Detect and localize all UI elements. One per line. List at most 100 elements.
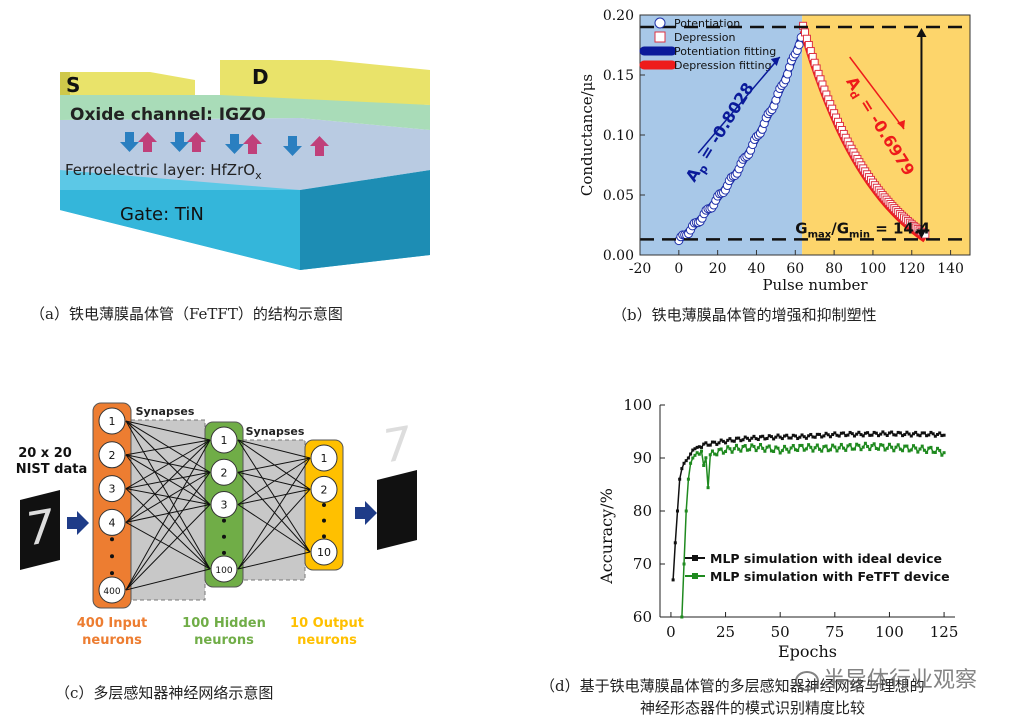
synapses-label-2: Synapses bbox=[246, 425, 305, 438]
data-point bbox=[811, 449, 815, 453]
data-point bbox=[691, 448, 695, 452]
data-point bbox=[922, 448, 926, 452]
y-tick-label: 0.05 bbox=[603, 188, 634, 204]
ellipsis-dot bbox=[322, 534, 326, 539]
data-point bbox=[737, 436, 741, 440]
output-digit-image: 7 bbox=[377, 415, 417, 550]
data-point bbox=[717, 448, 721, 452]
neuron-label: 100 bbox=[215, 566, 232, 576]
data-point bbox=[818, 447, 822, 451]
data-point bbox=[914, 430, 918, 434]
data-point bbox=[914, 446, 918, 450]
ferroelectric-label: Ferroelectric layer: HfZrOx bbox=[65, 161, 262, 182]
data-point bbox=[828, 435, 832, 439]
data-point bbox=[804, 436, 808, 440]
data-point bbox=[931, 432, 935, 436]
data-point bbox=[706, 443, 710, 447]
data-point bbox=[883, 432, 887, 436]
output-label-title: 10 Output bbox=[290, 616, 364, 631]
x-tick-label: 75 bbox=[825, 623, 844, 641]
data-point bbox=[717, 441, 721, 445]
data-point bbox=[929, 445, 933, 449]
data-point bbox=[820, 435, 824, 439]
data-point bbox=[671, 578, 675, 582]
data-point bbox=[702, 463, 706, 467]
data-point bbox=[789, 446, 793, 450]
y-tick-label: 0.00 bbox=[603, 248, 634, 264]
data-point bbox=[833, 431, 837, 435]
synapse-line bbox=[125, 439, 211, 591]
data-point bbox=[710, 449, 714, 453]
data-point bbox=[728, 447, 732, 451]
data-point bbox=[890, 430, 894, 434]
data-point bbox=[730, 439, 734, 443]
data-point bbox=[916, 450, 920, 454]
data-point bbox=[769, 449, 773, 453]
x-tick-label: 25 bbox=[716, 623, 735, 641]
data-point bbox=[916, 433, 920, 437]
data-point bbox=[787, 450, 791, 454]
data-point bbox=[697, 445, 701, 449]
y-axis-label: Conductance/μs bbox=[578, 74, 596, 196]
data-point bbox=[686, 477, 690, 481]
data-point bbox=[726, 445, 730, 449]
y-tick-label: 0.20 bbox=[603, 8, 634, 24]
data-point bbox=[835, 433, 839, 437]
data-point bbox=[756, 446, 760, 450]
data-point bbox=[759, 435, 763, 439]
data-point bbox=[822, 445, 826, 449]
data-point bbox=[807, 443, 811, 447]
data-point bbox=[936, 446, 940, 450]
y-tick-label: 60 bbox=[633, 608, 652, 626]
data-point bbox=[765, 445, 769, 449]
gmax-gmin-ratio: Gmax/Gmin = 14.4 bbox=[795, 219, 930, 240]
data-point bbox=[754, 449, 758, 453]
ellipsis-dot bbox=[222, 534, 226, 539]
data-point bbox=[861, 445, 865, 449]
ferroelectric-layer bbox=[60, 118, 430, 190]
x-axis-label: Pulse number bbox=[762, 276, 868, 294]
data-point bbox=[763, 437, 767, 441]
data-point bbox=[866, 431, 870, 435]
data-point bbox=[702, 442, 706, 446]
neuron-node bbox=[310, 475, 338, 503]
data-point bbox=[844, 434, 848, 438]
data-point bbox=[809, 445, 813, 449]
data-point bbox=[809, 432, 813, 436]
data-point bbox=[848, 430, 852, 434]
data-point bbox=[752, 444, 756, 448]
synapse-line bbox=[125, 488, 211, 570]
source-label: S bbox=[66, 73, 80, 97]
synapses-label-1: Synapses bbox=[136, 405, 195, 418]
data-point bbox=[831, 443, 835, 447]
data-point bbox=[909, 448, 913, 452]
ellipsis-dot bbox=[110, 571, 114, 576]
neuron-label: 4 bbox=[109, 516, 116, 529]
data-point bbox=[793, 448, 797, 452]
ellipsis-dot bbox=[222, 518, 226, 523]
data-point bbox=[885, 433, 889, 437]
neuron-label: 3 bbox=[221, 499, 228, 512]
data-point bbox=[759, 442, 763, 446]
neuron-node bbox=[98, 508, 126, 536]
data-point bbox=[852, 434, 856, 438]
data-point bbox=[682, 562, 686, 566]
data-point bbox=[918, 447, 922, 451]
data-point bbox=[883, 448, 887, 452]
data-point bbox=[726, 438, 730, 442]
neuron-label: 2 bbox=[321, 483, 328, 496]
ad-arrow-head bbox=[897, 120, 905, 129]
data-point bbox=[734, 436, 738, 440]
neuron-node bbox=[210, 555, 238, 583]
data-point bbox=[855, 432, 859, 436]
data-point bbox=[898, 431, 902, 435]
synapse-line bbox=[237, 471, 311, 553]
data-point bbox=[743, 435, 747, 439]
data-point bbox=[820, 449, 824, 453]
neuron-node bbox=[210, 426, 238, 454]
ellipsis-dot bbox=[110, 537, 114, 542]
synapse-line bbox=[237, 551, 311, 570]
data-point bbox=[905, 430, 909, 434]
data-point bbox=[748, 448, 752, 452]
